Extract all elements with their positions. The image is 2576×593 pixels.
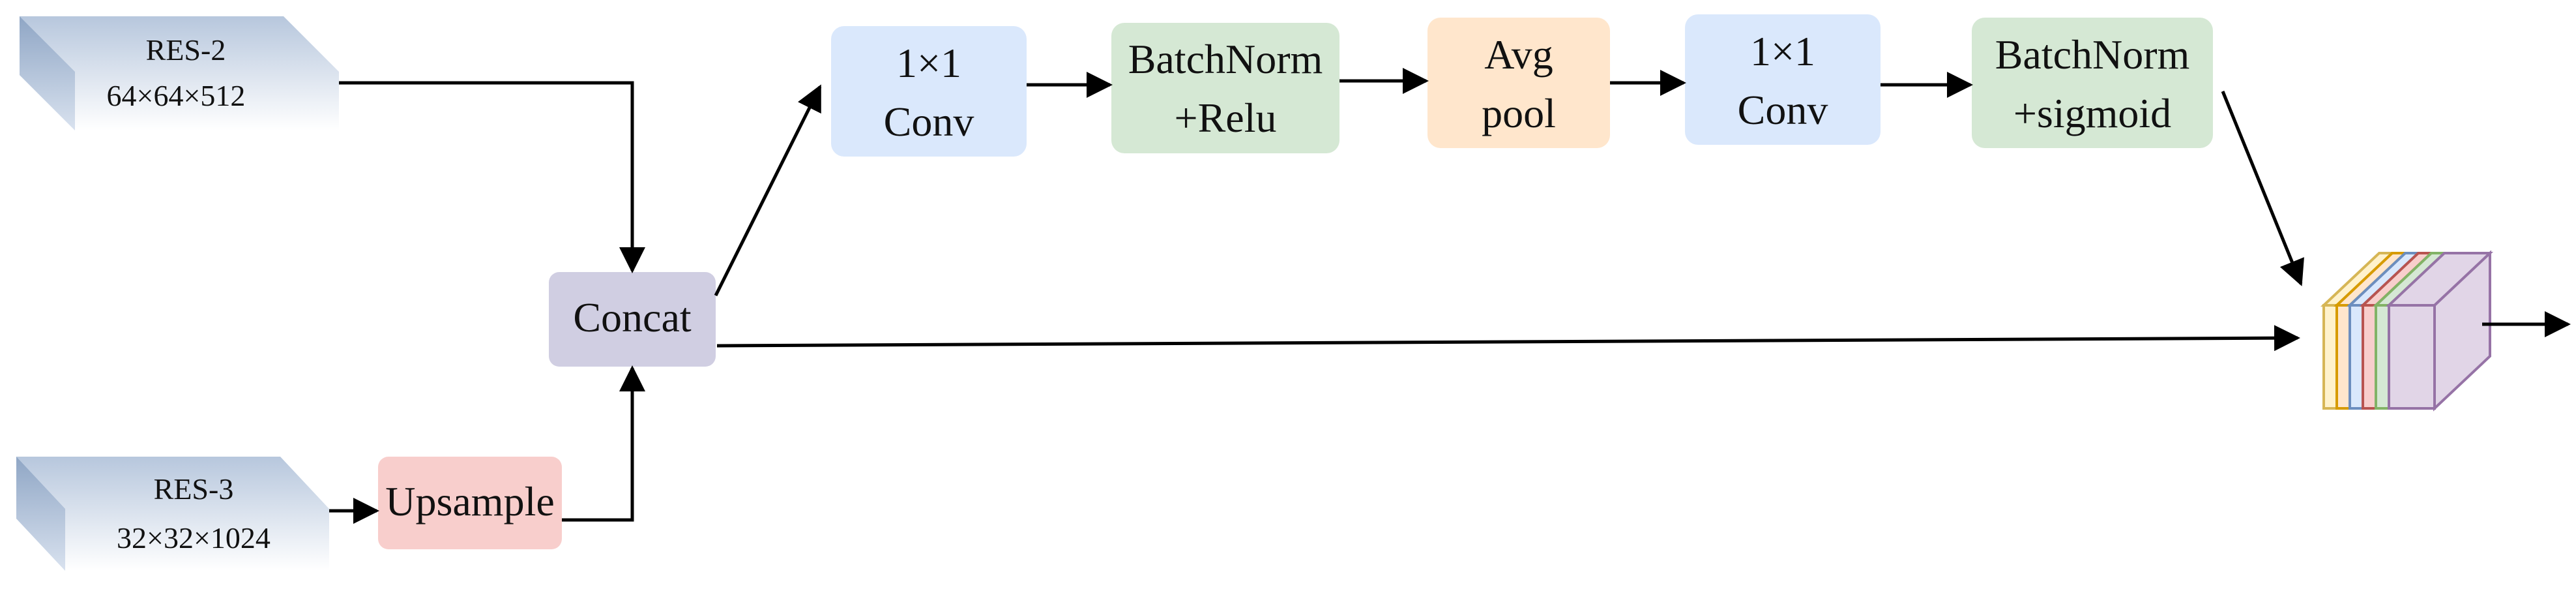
upsample-label: Upsample bbox=[385, 478, 555, 525]
conv2-line1: 1×1 bbox=[1750, 28, 1815, 74]
bn-relu-line1: BatchNorm bbox=[1128, 36, 1323, 82]
conv1-line1: 1×1 bbox=[896, 40, 961, 86]
input-res3-name: RES-3 bbox=[154, 472, 234, 506]
bn-relu-block: BatchNorm +Relu bbox=[1111, 23, 1339, 153]
input-res2-shape: 64×64×512 bbox=[107, 79, 246, 112]
bn-relu-box bbox=[1111, 23, 1339, 153]
avgpool-line2: pool bbox=[1482, 90, 1556, 136]
bn-sigmoid-block: BatchNorm +sigmoid bbox=[1972, 18, 2213, 148]
output-layer-1 bbox=[2320, 252, 2396, 410]
conv2-box bbox=[1685, 14, 1881, 145]
output-layer-5-front bbox=[2375, 304, 2390, 410]
input-res3: RES-3 32×32×1024 bbox=[16, 457, 329, 571]
input-res2-side bbox=[20, 16, 75, 130]
avgpool-line1: Avg bbox=[1484, 31, 1553, 78]
connectors bbox=[329, 68, 2571, 524]
bn-sigmoid-line2: +sigmoid bbox=[2013, 90, 2171, 136]
output-layer-3 bbox=[2346, 252, 2422, 410]
conv2-block: 1×1 Conv bbox=[1685, 14, 1881, 145]
arrow-concat-to-conv1 bbox=[714, 84, 822, 297]
bn-sigmoid-line1: BatchNorm bbox=[1995, 31, 2190, 78]
arrow-upsample-to-concat bbox=[562, 365, 645, 522]
concat-block: Concat bbox=[549, 272, 716, 367]
output-layer-2-front bbox=[2335, 304, 2351, 410]
input-res3-side bbox=[16, 457, 65, 571]
input-res3-face bbox=[16, 457, 329, 571]
bn-relu-line2: +Relu bbox=[1175, 95, 1277, 141]
upsample-box bbox=[378, 457, 562, 549]
conv1-block: 1×1 Conv bbox=[831, 26, 1027, 157]
avgpool-block: Avg pool bbox=[1427, 18, 1610, 148]
output-layer-3-front bbox=[2349, 304, 2364, 410]
conv2-line2: Conv bbox=[1738, 87, 1828, 133]
input-res2-face bbox=[20, 16, 339, 130]
avgpool-box bbox=[1427, 18, 1610, 148]
concat-label: Concat bbox=[573, 294, 692, 341]
bn-sigmoid-box bbox=[1972, 18, 2213, 148]
output-layer-4-front bbox=[2362, 304, 2377, 410]
input-res2-name: RES-2 bbox=[146, 33, 226, 67]
input-res2: RES-2 64×64×512 bbox=[20, 16, 339, 130]
output-layer-1-front bbox=[2322, 304, 2338, 410]
output-layer-6-front bbox=[2388, 304, 2436, 410]
input-res3-shape: 32×32×1024 bbox=[117, 521, 271, 555]
conv1-line2: Conv bbox=[884, 99, 974, 145]
output-feature-stack bbox=[2320, 250, 2494, 412]
arrow-bn-sigmoid-to-output bbox=[2221, 91, 2304, 286]
arrow-concat-to-output bbox=[716, 325, 2300, 352]
conv1-box bbox=[831, 26, 1027, 157]
output-layer-6 bbox=[2385, 250, 2494, 412]
upsample-block: Upsample bbox=[378, 457, 562, 549]
arrow-res2-to-concat bbox=[339, 81, 645, 273]
concat-box bbox=[549, 272, 716, 367]
